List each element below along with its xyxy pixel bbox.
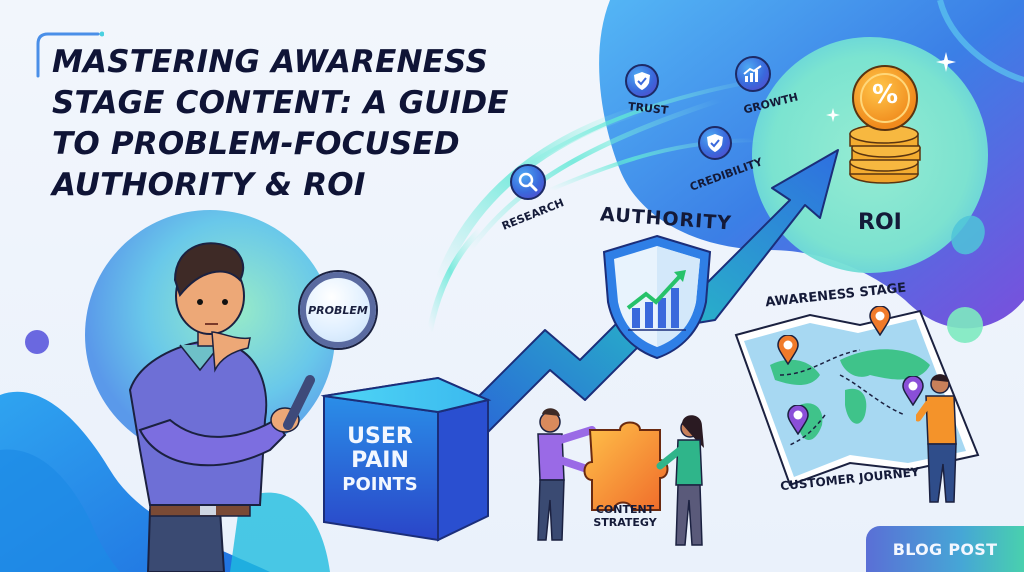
map-pin-purple-icon — [787, 405, 809, 435]
title-accent-bracket — [36, 31, 104, 78]
sparkle-icon — [936, 52, 956, 72]
research-badge-icon — [510, 164, 546, 200]
content-strategy-illustration — [537, 408, 704, 546]
roi-label: ROI — [858, 210, 902, 235]
blog-post-tag: BLOG POST — [866, 526, 1024, 572]
trust-badge-icon — [625, 64, 659, 98]
authority-shield-icon — [602, 234, 712, 360]
thinking-man-illustration — [128, 242, 315, 572]
map-pin-purple-icon — [902, 376, 924, 406]
credibility-badge-icon — [698, 126, 732, 160]
page-title: MASTERING AWARENESS STAGE CONTENT: A GUI… — [52, 42, 522, 206]
roi-coin-stack-icon — [849, 65, 921, 184]
map-pin-orange-icon — [869, 306, 891, 336]
growth-badge-icon — [735, 56, 771, 92]
title-line-4: AUTHORITY & ROI — [52, 167, 366, 203]
world-map-illustration — [734, 309, 980, 487]
title-line-2: STAGE CONTENT: A GUIDE — [52, 85, 509, 121]
title-line-3: TO PROBLEM-FOCUSED — [52, 126, 460, 162]
traveler-man-illustration — [916, 374, 957, 503]
blog-post-tag-label: BLOG POST — [892, 539, 998, 559]
sparkle-icon — [826, 108, 840, 122]
magnifying-glass-icon: PROBLEM — [300, 272, 376, 348]
pain-points-cube — [320, 376, 492, 542]
title-line-1: MASTERING AWARENESS — [52, 44, 488, 80]
roi-coin-percent-symbol: % — [871, 80, 899, 110]
map-pin-orange-icon — [777, 335, 799, 365]
pain-points-label: USER PAIN POINTS — [342, 424, 418, 496]
magnifier-label: PROBLEM — [308, 303, 368, 317]
content-strategy-label: CONTENT STRATEGY — [593, 503, 657, 529]
